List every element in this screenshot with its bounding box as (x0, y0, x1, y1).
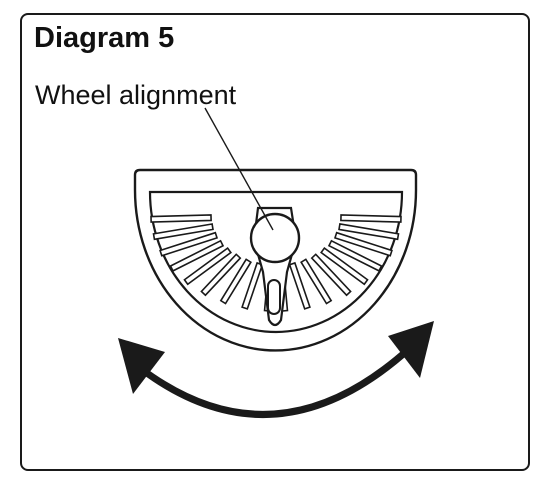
scale-tick (183, 246, 232, 286)
wheel-alignment-label: Wheel alignment (35, 80, 237, 110)
scale-tick (310, 253, 352, 297)
diagram-title: Diagram 5 (34, 22, 175, 54)
scale-tick (159, 231, 219, 257)
alignment-scale-ticks (150, 214, 402, 312)
diagram-frame (20, 13, 530, 471)
scale-tick (333, 231, 393, 257)
scale-tick (150, 214, 212, 223)
scale-tick (219, 258, 252, 305)
scale-tick (327, 239, 383, 272)
scale-tick (288, 261, 311, 310)
arrow-head-left (118, 338, 165, 394)
scale-tick (338, 223, 400, 241)
adjuster-slot (267, 279, 281, 315)
arrow-head-right (388, 321, 434, 378)
scale-tick (200, 253, 242, 297)
callout-leader-line (204, 107, 274, 231)
scale-tick (340, 214, 402, 223)
scale-tick (152, 223, 214, 241)
scale-tick (320, 246, 369, 286)
wheel-alignment-dial-icon[interactable] (249, 206, 301, 327)
scale-tick (169, 239, 225, 272)
double-headed-curved-arrow-icon (118, 321, 434, 418)
scale-tick (300, 258, 333, 305)
adjuster-knob (249, 212, 301, 264)
arrow-shaft (136, 344, 414, 418)
